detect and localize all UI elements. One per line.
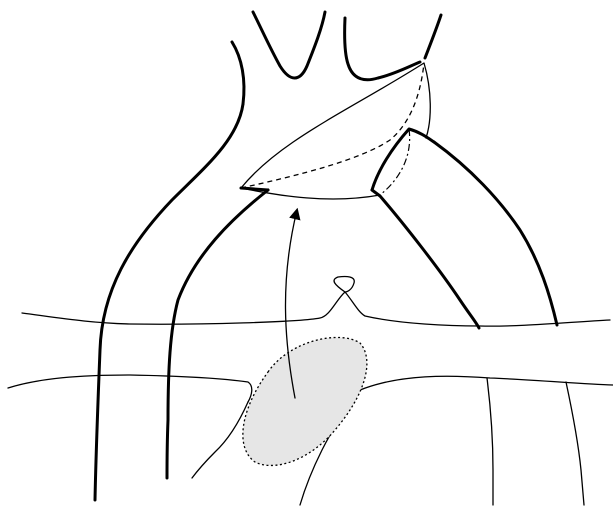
arch-branch-vessels [232, 12, 441, 104]
right-lower-vessel-a [487, 378, 493, 505]
branch-stub-lower-wall [372, 190, 479, 328]
junction-line [241, 188, 268, 190]
middle-branch-loop [253, 12, 325, 78]
left-lower-branch [192, 402, 248, 478]
trunk-left-wall [95, 104, 243, 500]
graft-patch [243, 337, 367, 465]
right-branch-loop [345, 18, 420, 80]
right-lower-vessel-b [566, 382, 584, 505]
branch-stub-upper-wall [434, 142, 557, 325]
main-vessel-trunk [95, 104, 268, 500]
left-branch-outer-wall [232, 42, 244, 104]
branch-stub-cap [372, 129, 434, 190]
crossing-vessel-lower-wall [8, 375, 252, 402]
right-branch-outer-wall [425, 15, 441, 58]
excised-arch-segment [241, 63, 430, 199]
crossing-vessel-knot [334, 277, 354, 292]
transected-branch [372, 129, 557, 328]
excised-segment-cut-line [241, 63, 424, 188]
